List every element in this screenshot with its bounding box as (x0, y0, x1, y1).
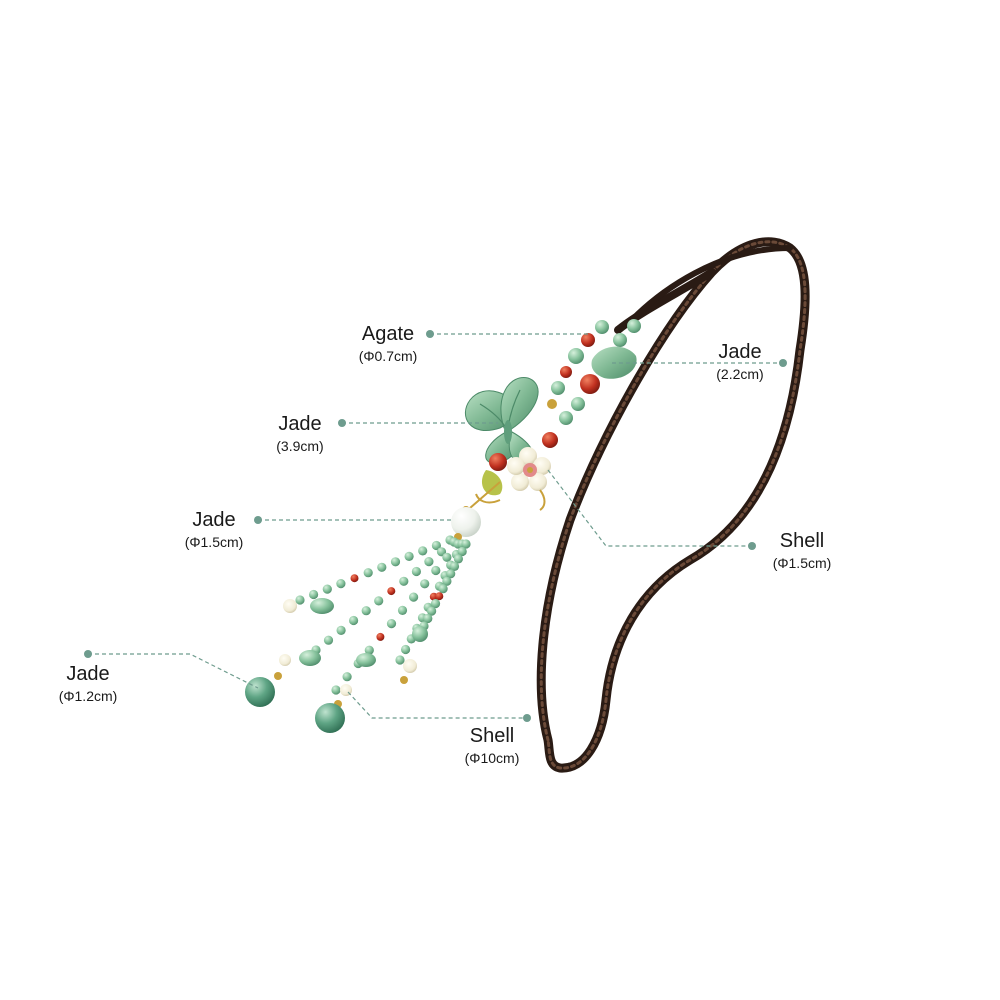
tassel-bead (435, 592, 444, 601)
agate-bead (581, 333, 595, 347)
shell-flower-cluster (475, 432, 558, 511)
label-jade-leaf: Jade (2.2cm) (690, 342, 790, 381)
tassel-bead (418, 546, 428, 556)
label-jade-bead: Jade (Φ1.5cm) (164, 510, 264, 549)
label-jade-butterfly-size: (3.9cm) (276, 438, 324, 454)
tassel-bead (461, 539, 471, 549)
tassel-bead (331, 685, 341, 695)
tassel-bead (431, 565, 441, 576)
upper-bead-strands (547, 319, 641, 425)
tassel-bead (322, 584, 332, 594)
tassel-bead (350, 574, 359, 583)
tassel-bead (409, 592, 419, 602)
label-shell-flower: Shell (Φ1.5cm) (740, 531, 864, 570)
tassel-ends (245, 598, 428, 733)
tassel-bead (374, 596, 384, 606)
tassel-bead (397, 605, 408, 616)
tassel-bead (449, 561, 460, 572)
label-shell-flower-name: Shell (779, 530, 825, 552)
tassel-bead (442, 576, 452, 586)
tassel-bead (361, 606, 371, 616)
tassel-bead (424, 557, 434, 567)
tassel-bead (349, 615, 359, 626)
tassel-bead (442, 552, 452, 562)
tassel-bead (395, 655, 405, 665)
tassel-bead (363, 568, 373, 578)
tassel-bead (386, 619, 397, 629)
label-jade-drop-name: Jade (66, 663, 110, 685)
leader-lines (88, 333, 783, 719)
label-jade-bead-size: (Φ1.5cm) (184, 534, 244, 550)
label-shell-tassel-name: Shell (469, 725, 515, 747)
tassel-bead (295, 595, 305, 605)
label-jade-butterfly: Jade (3.9cm) (250, 414, 350, 453)
label-shell-tassel-size: (Φ10cm) (464, 750, 520, 766)
label-agate-size: (Φ0.7cm) (358, 348, 418, 364)
label-jade-drop: Jade (Φ1.2cm) (30, 664, 146, 703)
tassel-bead (430, 599, 441, 609)
label-jade-leaf-name: Jade (718, 341, 762, 363)
tassel-bead (438, 584, 448, 594)
tassel-bead (336, 579, 346, 589)
tassel-bead (364, 645, 374, 655)
label-shell-flower-size: (Φ1.5cm) (772, 555, 832, 571)
tassel-bead (427, 606, 437, 616)
jade-drop-bead (245, 677, 275, 707)
label-shell-tassel: Shell (Φ10cm) (434, 726, 550, 765)
tassel-bead (401, 644, 411, 655)
shell-flower (507, 447, 551, 491)
tassel-bead (404, 551, 414, 562)
tassel-bead (323, 635, 334, 645)
tassel-bead (446, 569, 456, 579)
label-agate-name: Agate (361, 323, 415, 345)
tassel-bead (377, 562, 387, 572)
tassel-bead (342, 672, 352, 682)
tassel-bead (387, 587, 396, 596)
tassel-bead (420, 579, 430, 589)
label-jade-bead-name: Jade (192, 509, 236, 531)
tassel-bead (457, 546, 467, 557)
braided-cord (536, 237, 810, 773)
label-jade-butterfly-name: Jade (278, 413, 322, 435)
tassel-bead (411, 566, 421, 577)
label-jade-leaf-size: (2.2cm) (716, 366, 764, 382)
tassel-bead (336, 625, 346, 636)
tassel-strands (295, 535, 471, 695)
tassel-bead (453, 554, 463, 564)
label-agate: Agate (Φ0.7cm) (338, 324, 438, 363)
tassel-bead (309, 589, 319, 600)
tassel-bead (376, 632, 385, 641)
tassel-bead (423, 613, 433, 624)
tassel-bead (390, 557, 401, 567)
label-jade-drop-size: (Φ1.2cm) (58, 688, 118, 704)
tassel-bead (399, 576, 409, 586)
white-jade-bead (451, 507, 481, 537)
leader-dots (84, 330, 787, 722)
tassel-bead (431, 540, 441, 551)
